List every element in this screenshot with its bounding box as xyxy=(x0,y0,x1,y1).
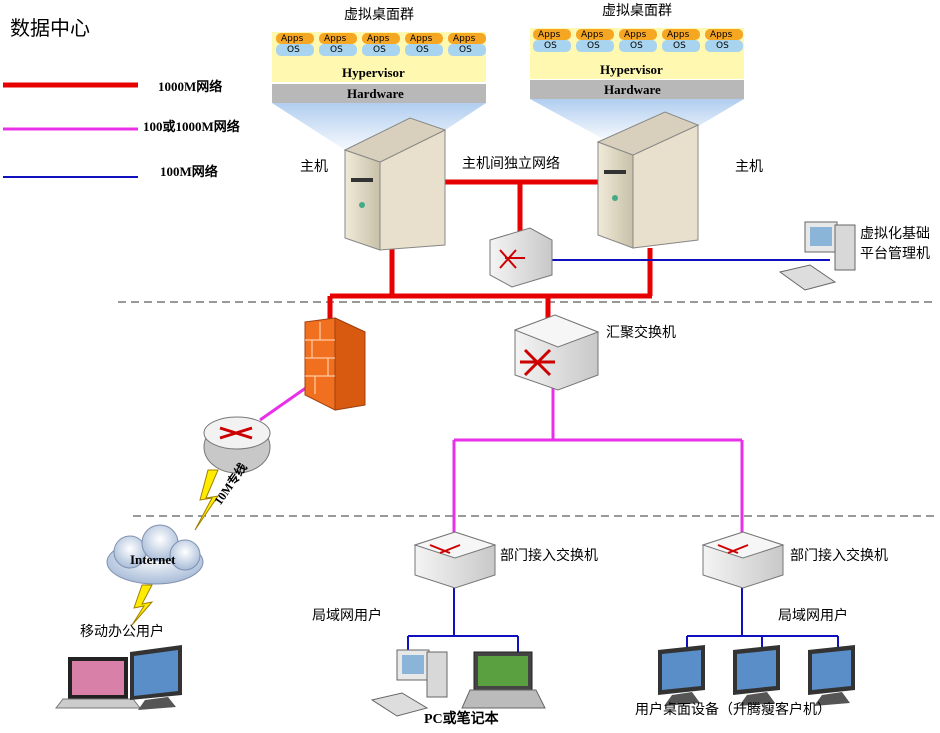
os-label: OS xyxy=(716,41,729,51)
host-link-label: 主机间独立网络 xyxy=(462,156,560,172)
apps-label: Apps xyxy=(453,34,476,44)
app-os-pills-right xyxy=(533,29,743,52)
legend-label-100-1000m: 100或1000M网络 xyxy=(143,119,240,134)
router-icon xyxy=(203,416,271,474)
apps-label: Apps xyxy=(281,34,304,44)
host-right-label: 主机 xyxy=(735,159,763,175)
lightning-bolt-lower-icon xyxy=(131,584,154,626)
core-switch-label: 汇聚交换机 xyxy=(606,325,676,341)
vdi-group-right-title: 虚拟桌面群 xyxy=(602,3,672,19)
desktop-pc-icon xyxy=(370,649,448,717)
lan-users-left-label: 局域网用户 xyxy=(312,608,382,624)
cloud-icon xyxy=(106,524,204,585)
dept-switch-left-label: 部门接入交换机 xyxy=(500,548,598,564)
os-label: OS xyxy=(587,41,600,51)
host-switch-icon xyxy=(489,227,553,288)
os-label: OS xyxy=(459,45,472,55)
apps-label: Apps xyxy=(538,30,561,40)
dept-switch-right-label: 部门接入交换机 xyxy=(790,548,888,564)
apps-label: Apps xyxy=(581,30,604,40)
os-label: OS xyxy=(673,41,686,51)
thin-client-1-icon xyxy=(658,645,705,706)
hardware-left-label: Hardware xyxy=(347,86,404,101)
vdi-group-left-title: 虚拟桌面群 xyxy=(344,7,414,23)
apps-label: Apps xyxy=(710,30,733,40)
dept-switch-right-icon xyxy=(701,531,785,589)
hypervisor-right-label: Hypervisor xyxy=(600,62,663,77)
mobile-laptop-icon xyxy=(54,657,142,709)
server-right-icon xyxy=(596,111,700,249)
management-pc-icon xyxy=(778,221,856,291)
apps-label: Apps xyxy=(410,34,433,44)
os-label: OS xyxy=(630,41,643,51)
mobile-monitor-icon xyxy=(130,645,182,710)
apps-label: Apps xyxy=(667,30,690,40)
os-label: OS xyxy=(416,45,429,55)
os-label: OS xyxy=(330,45,343,55)
mobile-users-label: 移动办公用户 xyxy=(80,624,164,640)
dept-switch-left-icon xyxy=(413,531,497,589)
lan-users-right-label: 局域网用户 xyxy=(778,608,848,624)
hardware-right-label: Hardware xyxy=(604,82,661,97)
os-label: OS xyxy=(373,45,386,55)
thin-clients-label: 用户桌面设备（升腾瘦客户机） xyxy=(635,702,831,718)
legend-label-100m: 100M网络 xyxy=(160,164,218,179)
pc-laptop-label: PC或笔记本 xyxy=(424,712,499,727)
apps-label: Apps xyxy=(324,34,347,44)
links-100m xyxy=(407,259,839,665)
legend-label-1000m: 1000M网络 xyxy=(158,79,223,94)
thin-client-2-icon xyxy=(733,645,780,706)
host-left-label: 主机 xyxy=(300,159,328,175)
mgmt-label-line2: 平台管理机 xyxy=(860,246,930,262)
links-100-1000m xyxy=(259,383,744,545)
os-label: OS xyxy=(544,41,557,51)
internet-label: Internet xyxy=(130,552,176,567)
laptop-icon xyxy=(461,651,546,709)
mgmt-label-line1: 虚拟化基础 xyxy=(860,226,930,242)
app-os-pills-left xyxy=(276,33,486,56)
os-label: OS xyxy=(287,45,300,55)
firewall-icon xyxy=(304,317,366,411)
hypervisor-left-label: Hypervisor xyxy=(342,65,405,80)
apps-label: Apps xyxy=(624,30,647,40)
server-left-icon xyxy=(343,117,447,251)
apps-label: Apps xyxy=(367,34,390,44)
diagram-title: 数据中心 xyxy=(10,16,90,40)
thin-client-3-icon xyxy=(808,645,855,706)
core-switch-icon xyxy=(513,314,600,391)
lightning-bolt-upper-icon xyxy=(194,469,220,531)
